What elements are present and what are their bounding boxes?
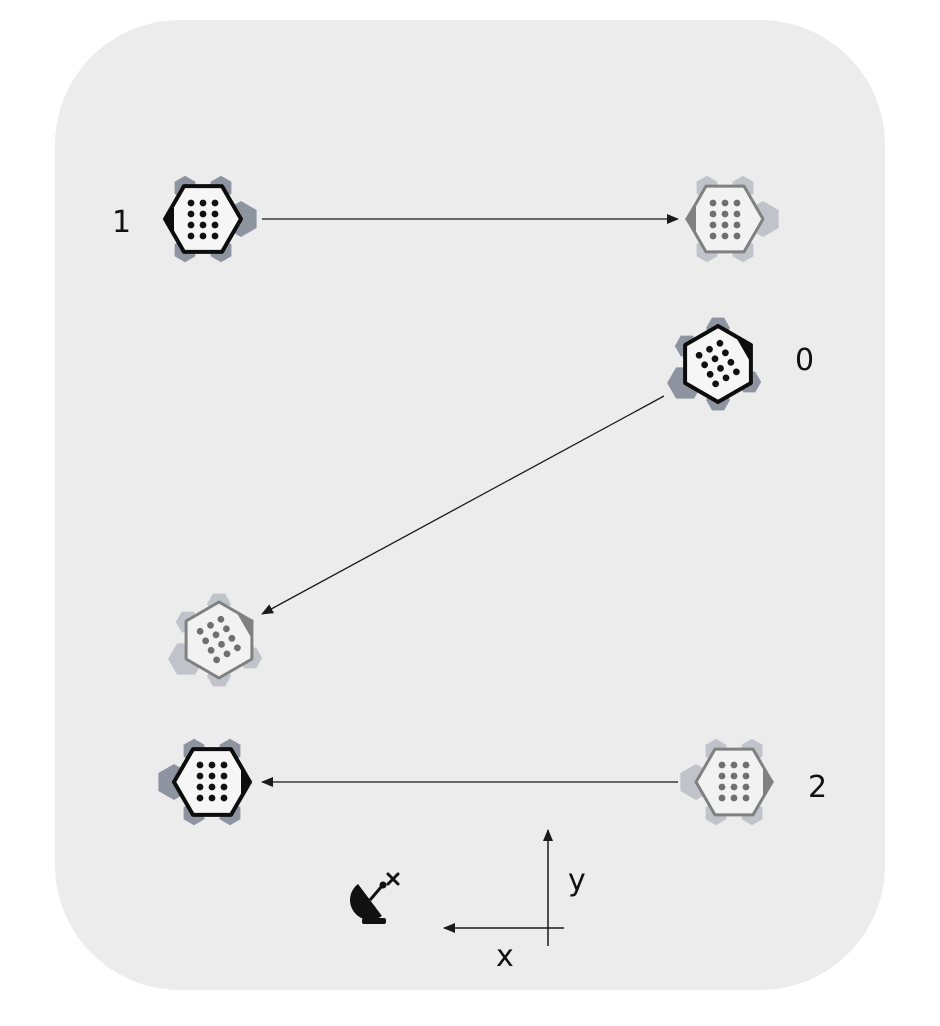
background-panel bbox=[55, 20, 885, 990]
module-dot bbox=[208, 772, 216, 780]
module-dot bbox=[199, 210, 207, 218]
module-dot bbox=[211, 232, 219, 240]
module-dot bbox=[207, 621, 214, 629]
module-dot bbox=[187, 232, 195, 240]
axis-y-label: y bbox=[568, 863, 586, 898]
module-dot bbox=[208, 794, 216, 802]
module-dot bbox=[721, 349, 729, 357]
module-0-end-ghost bbox=[168, 593, 263, 687]
module-dot bbox=[208, 761, 216, 769]
module-dot bbox=[220, 772, 228, 780]
module-dot bbox=[211, 221, 219, 229]
module-dot bbox=[721, 210, 729, 218]
module-dot bbox=[196, 783, 204, 791]
module-dot bbox=[716, 339, 724, 347]
module-dot bbox=[211, 199, 219, 207]
module-dot bbox=[196, 794, 204, 802]
satellite-dish-icon bbox=[350, 872, 400, 924]
module-dot bbox=[220, 794, 228, 802]
module-dot bbox=[196, 761, 204, 769]
module-dot bbox=[199, 199, 207, 207]
module-dot bbox=[208, 783, 216, 791]
module-dot bbox=[213, 656, 221, 664]
module-dot bbox=[218, 640, 225, 648]
module-dot bbox=[187, 210, 195, 218]
module-dot bbox=[228, 634, 236, 642]
module-dot bbox=[733, 210, 741, 218]
module-connector bbox=[735, 336, 753, 363]
module-dot bbox=[220, 783, 228, 791]
module-dot bbox=[211, 210, 219, 218]
module-dot bbox=[718, 772, 726, 780]
module-dot bbox=[220, 761, 228, 769]
module-dot bbox=[733, 221, 741, 229]
module-dot bbox=[717, 364, 724, 372]
module-dot bbox=[202, 637, 210, 645]
module-0-start bbox=[667, 317, 762, 411]
module-dot bbox=[718, 783, 726, 791]
label-node-0: 0 bbox=[795, 343, 814, 378]
module-dot bbox=[733, 199, 741, 207]
module-dot bbox=[712, 380, 720, 388]
module-dot bbox=[217, 615, 225, 623]
module-dot bbox=[742, 783, 750, 791]
module-dot bbox=[223, 650, 231, 658]
module-connector bbox=[236, 612, 254, 639]
module-dot bbox=[730, 783, 738, 791]
module-dot bbox=[187, 199, 195, 207]
arrow-module-0 bbox=[261, 395, 665, 615]
module-dot bbox=[709, 210, 717, 218]
module-dot bbox=[721, 232, 729, 240]
module-dot bbox=[706, 370, 714, 378]
module-dot bbox=[742, 794, 750, 802]
module-1-start bbox=[163, 175, 257, 263]
module-body bbox=[172, 747, 252, 817]
module-dot bbox=[695, 351, 703, 359]
module-dot bbox=[742, 761, 750, 769]
module-dot bbox=[207, 646, 215, 654]
module-dot bbox=[196, 627, 204, 635]
module-dot bbox=[199, 221, 207, 229]
label-node-2: 2 bbox=[808, 770, 827, 805]
module-dot bbox=[732, 368, 740, 376]
module-connector bbox=[163, 204, 174, 234]
module-connector bbox=[241, 767, 252, 797]
module-dot bbox=[718, 761, 726, 769]
module-dot bbox=[721, 199, 729, 207]
module-dot bbox=[709, 232, 717, 240]
module-dot bbox=[721, 221, 729, 229]
module-dot bbox=[233, 644, 241, 652]
module-dot bbox=[709, 221, 717, 229]
module-dot bbox=[701, 361, 709, 369]
module-dot bbox=[199, 232, 207, 240]
label-node-1: 1 bbox=[112, 205, 131, 240]
module-dot bbox=[187, 221, 195, 229]
module-1-end-ghost bbox=[685, 175, 779, 263]
axis-x-label: x bbox=[496, 939, 514, 974]
module-body bbox=[163, 184, 243, 254]
module-dot bbox=[709, 199, 717, 207]
module-dot bbox=[706, 345, 713, 353]
module-connector bbox=[763, 767, 774, 797]
module-dot bbox=[718, 794, 726, 802]
module-dot bbox=[727, 358, 735, 366]
module-dot bbox=[222, 625, 230, 633]
module-dot bbox=[742, 772, 750, 780]
module-dot bbox=[730, 772, 738, 780]
module-dot bbox=[212, 631, 220, 639]
module-dot bbox=[730, 794, 738, 802]
module-connector bbox=[685, 204, 696, 234]
module-dot bbox=[733, 232, 741, 240]
module-2-end bbox=[158, 738, 252, 826]
module-2-start-ghost bbox=[680, 738, 774, 826]
module-dot bbox=[196, 772, 204, 780]
module-dot bbox=[722, 374, 730, 382]
module-dot bbox=[730, 761, 738, 769]
module-dot bbox=[711, 355, 719, 363]
